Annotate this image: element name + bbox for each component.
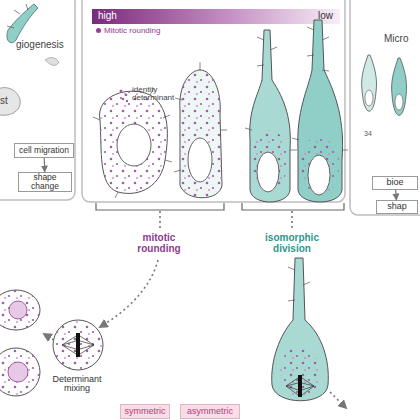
determinant-dots — [100, 91, 168, 193]
flow-arrow — [44, 334, 54, 340]
cell-outline — [45, 57, 59, 65]
determinant-dots — [180, 70, 222, 198]
legend-swatch — [96, 28, 101, 33]
node-text: shape change — [19, 173, 71, 191]
determinant-dots — [0, 290, 40, 330]
chromosomes — [76, 333, 80, 357]
determinant-dot — [125, 94, 128, 97]
elongated-cell — [250, 30, 291, 202]
flow-arrow — [291, 211, 293, 231]
flow-connector — [395, 190, 397, 200]
process-box: shap — [376, 200, 418, 214]
node-text: shap — [387, 202, 407, 211]
legend-entry: Mitotic rounding — [96, 26, 160, 35]
cell-outline — [0, 88, 20, 116]
migrating-cell — [7, 4, 38, 43]
flow-arrow — [330, 392, 346, 408]
micro-cell — [362, 55, 377, 111]
node-text: bioe — [386, 178, 403, 187]
round-cell — [100, 91, 168, 193]
nucleus — [188, 138, 212, 182]
elongated-cell — [298, 20, 343, 202]
text-label: Micro — [384, 34, 420, 45]
nucleus — [365, 90, 373, 106]
panel-frame — [0, 0, 75, 200]
micro-cell — [392, 58, 407, 115]
text-label: identity determinant — [132, 86, 180, 103]
process-box: bioe — [372, 176, 418, 190]
node-text: symmetric — [125, 407, 166, 416]
bracket — [242, 203, 344, 210]
panel-frame — [82, 0, 345, 202]
nucleus — [395, 94, 403, 110]
flow-connector — [44, 158, 46, 172]
daughter-cell — [0, 348, 40, 396]
filopodia — [245, 37, 297, 150]
flow-arrow — [100, 260, 158, 327]
determinant-dot — [120, 90, 123, 93]
mitotic-cell — [53, 320, 103, 370]
determinant-dot — [120, 97, 122, 99]
determinant-dots — [53, 320, 103, 370]
filopodia — [7, 4, 28, 28]
chromosomes — [298, 375, 302, 397]
flow-arrow — [159, 211, 161, 231]
nucleus — [9, 301, 27, 319]
filopodia — [292, 27, 348, 150]
text-label: high — [98, 11, 138, 22]
gradient-bar — [92, 9, 340, 24]
daughter-cell — [0, 290, 40, 330]
outcome-box: asymmetric — [180, 404, 240, 419]
process-box: cell migration — [14, 143, 74, 158]
text-label: low — [318, 11, 342, 22]
elongating-cell — [180, 70, 222, 198]
nucleus — [117, 124, 151, 166]
text-label: giogenesis — [16, 40, 76, 51]
nucleus — [257, 152, 279, 192]
outcome-box: symmetric — [120, 404, 170, 419]
panel-frame — [350, 0, 420, 215]
text-label: mitotic rounding — [128, 233, 190, 254]
process-box: shape change — [18, 172, 72, 192]
text-label: Determinant mixing — [46, 375, 108, 394]
determinant-dots — [301, 135, 339, 195]
filopodia — [93, 88, 172, 198]
text-label: isomorphic division — [258, 233, 326, 254]
node-text: cell migration — [19, 146, 69, 155]
node-text: asymmetric — [187, 407, 233, 416]
text-label: 34 — [364, 130, 380, 137]
text-label: st — [0, 96, 20, 107]
filopodia — [288, 267, 310, 301]
filopodia — [174, 62, 227, 172]
determinant-dot — [126, 100, 128, 102]
nucleus — [8, 362, 28, 382]
bracket — [96, 203, 224, 210]
dividing-cell — [272, 258, 329, 401]
determinant-dots — [0, 348, 40, 396]
determinant-dots — [280, 346, 320, 398]
nucleus — [308, 155, 330, 195]
legend-text: Mitotic rounding — [104, 26, 160, 35]
